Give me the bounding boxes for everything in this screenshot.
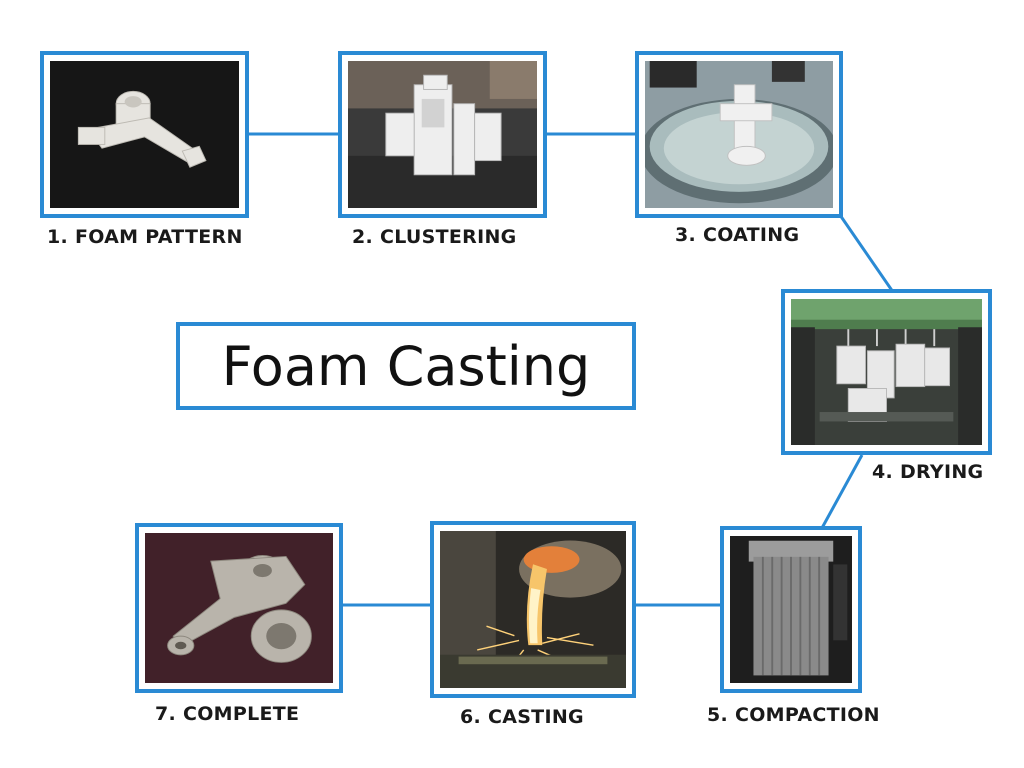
step-3-frame: [635, 51, 843, 218]
step-5-label: 5. COMPACTION: [707, 704, 880, 726]
coating-photo: [645, 61, 833, 208]
clustering-photo: [348, 61, 537, 208]
step-2-label: 2. CLUSTERING: [352, 226, 517, 248]
step-4-frame: [781, 289, 992, 455]
step-7-label: 7. COMPLETE: [155, 703, 300, 725]
complete-casting-photo: [145, 533, 333, 683]
connector-4-5: [820, 454, 864, 529]
step-3-label: 3. COATING: [675, 224, 800, 246]
drying-photo: [791, 299, 982, 445]
foam-pattern-photo: [50, 61, 239, 208]
step-1-frame: [40, 51, 249, 218]
casting-photo: [440, 531, 626, 688]
step-6-label: 6. CASTING: [460, 706, 584, 728]
connector-3-4: [838, 214, 895, 293]
step-5-frame: [720, 526, 862, 693]
compaction-photo: [730, 536, 852, 683]
page-title: Foam Casting: [221, 334, 591, 398]
title-box: Foam Casting: [176, 322, 636, 410]
step-4-label: 4. DRYING: [872, 461, 984, 483]
step-1-label: 1. FOAM PATTERN: [47, 226, 243, 248]
step-7-frame: [135, 523, 343, 693]
step-2-frame: [338, 51, 547, 218]
step-6-frame: [430, 521, 636, 698]
